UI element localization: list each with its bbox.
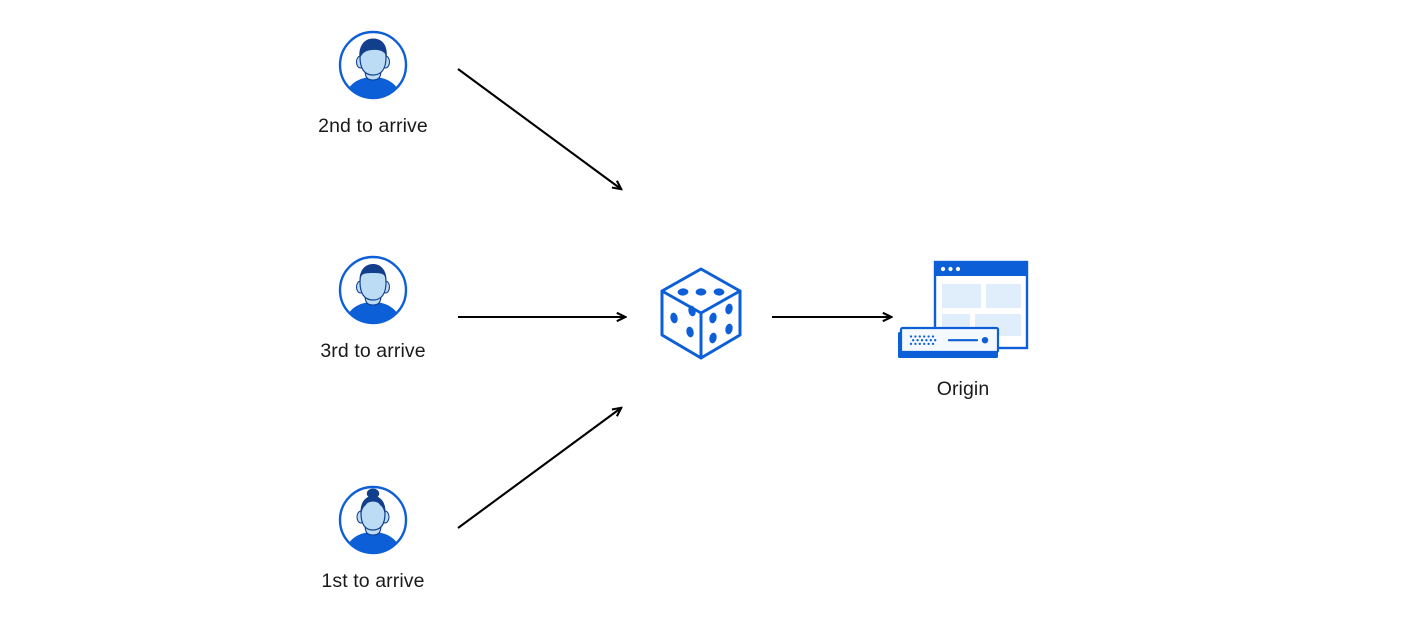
arrow-from-2nd	[457, 68, 621, 189]
origin-server-icon	[895, 258, 1031, 358]
arrow-from-1st	[457, 408, 621, 529]
user-avatar-icon	[337, 254, 409, 326]
server-device	[898, 326, 1000, 358]
user-avatar-icon	[337, 29, 409, 101]
user-avatar-icon	[337, 484, 409, 556]
node-label-origin: Origin	[936, 378, 990, 400]
dice-icon	[657, 266, 747, 362]
node-label-visitor-1st: 1st to arrive	[321, 570, 425, 592]
node-label-visitor-3rd: 3rd to arrive	[320, 340, 426, 362]
node-label-visitor-2nd: 2nd to arrive	[318, 115, 428, 137]
